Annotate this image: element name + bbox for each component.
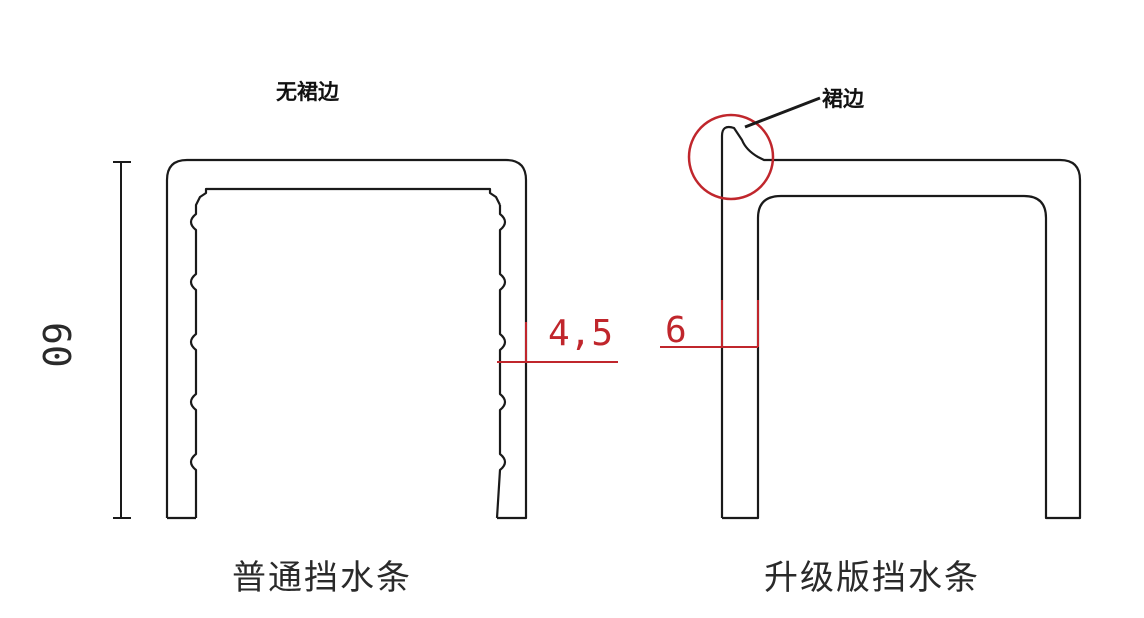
upgraded-strip-caption: 升级版挡水条	[764, 558, 980, 598]
standard-strip-profile	[165, 158, 528, 520]
thin-wall-dimension-value: 4,5	[548, 313, 614, 354]
height-dimension-value: 60	[34, 322, 78, 368]
upgraded-strip-profile	[720, 125, 1082, 520]
thin-wall-dimension	[497, 322, 618, 363]
skirt-highlight-circle	[687, 113, 775, 201]
thick-wall-dimension	[660, 300, 759, 348]
standard-strip-caption: 普通挡水条	[232, 558, 412, 598]
skirt-label: 裙边	[822, 87, 864, 111]
no-skirt-label: 无裙边	[276, 80, 339, 104]
height-dimension	[113, 161, 131, 519]
skirt-pointer-line	[744, 96, 821, 129]
thick-wall-dimension-value: 6	[665, 310, 687, 351]
